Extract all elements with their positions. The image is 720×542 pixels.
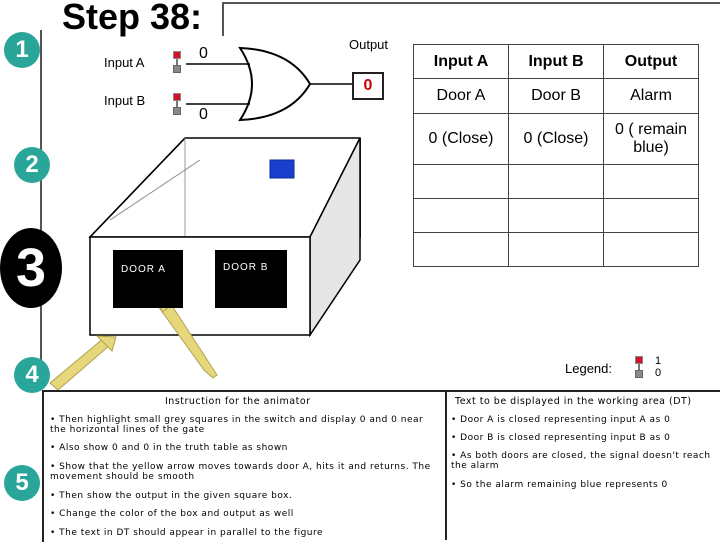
yellow-arrow-up: [49, 337, 111, 391]
switch-on-square: [173, 51, 181, 59]
switch-stem: [638, 364, 640, 370]
instruction-item: • The text in DT should appear in parall…: [50, 528, 324, 538]
header-input-b: Input B: [508, 44, 604, 79]
input-a-switch[interactable]: [173, 51, 181, 73]
display-text-header: Text to be displayed in the working area…: [455, 396, 692, 407]
instruction-item: • Show that the yellow arrow moves towar…: [50, 462, 431, 482]
instruction-item: • Then show the output in the given squa…: [50, 491, 293, 501]
step-1-badge[interactable]: 1: [4, 32, 40, 68]
display-text-item: • Door A is closed representing input A …: [451, 415, 671, 425]
table-row: [413, 232, 699, 267]
panel-divider: [445, 390, 447, 540]
input-b-label: Input B: [104, 93, 146, 108]
table-row: Door A Door B Alarm: [413, 78, 699, 114]
yellow-arrowhead-icon: [95, 335, 117, 352]
door-b-label: DOOR B: [223, 262, 269, 273]
header-output: Output: [603, 44, 699, 79]
switch-on-square: [635, 356, 643, 364]
table-cell: [508, 232, 604, 267]
slide-title: Step 38:: [62, 0, 203, 37]
instruction-item: • Change the color of the box and output…: [50, 509, 294, 519]
switch-stem: [176, 101, 178, 107]
animator-instructions-header: Instruction for the animator: [165, 396, 311, 407]
table-cell: Door A: [413, 78, 509, 114]
display-text-item: • Door B is closed representing input B …: [451, 433, 671, 443]
instruction-item: • Then highlight small grey squares in t…: [50, 415, 424, 435]
step-2-badge[interactable]: 2: [14, 147, 50, 183]
input-a-label: Input A: [104, 55, 145, 70]
table-cell: 0 (Close): [413, 113, 509, 165]
table-cell: [413, 164, 509, 199]
instruction-item: • Also show 0 and 0 in the truth table a…: [50, 443, 288, 453]
input-b-value: 0: [199, 106, 208, 123]
switch-stem: [176, 59, 178, 65]
legend-switch: [635, 356, 643, 378]
step-4-badge[interactable]: 4: [14, 357, 50, 393]
table-cell: 0 ( remain blue): [603, 113, 699, 165]
table-cell: [603, 164, 699, 199]
working-area-frame: [40, 30, 720, 390]
switch-on-square: [173, 93, 181, 101]
table-cell: Door B: [508, 78, 604, 114]
input-b-switch[interactable]: [173, 93, 181, 115]
door-b[interactable]: DOOR B: [215, 250, 287, 308]
output-label: Output: [349, 37, 389, 52]
step-5-badge[interactable]: 5: [4, 465, 40, 501]
truth-table-header-row: Input A Input B Output: [413, 44, 699, 79]
working-area-top-frame: [222, 2, 720, 36]
step-3-badge[interactable]: 3: [0, 228, 62, 308]
input-a-value: 0: [199, 45, 208, 62]
table-cell: Alarm: [603, 78, 699, 114]
switch-off-square: [173, 107, 181, 115]
or-gate-icon: [238, 46, 312, 122]
legend-label: Legend:: [565, 361, 612, 376]
switch-off-square: [635, 370, 643, 378]
table-row: 0 (Close) 0 (Close) 0 ( remain blue): [413, 113, 699, 165]
table-row: [413, 198, 699, 233]
instructions-panel: [42, 390, 720, 542]
table-cell: [603, 198, 699, 233]
door-a-label: DOOR A: [121, 264, 166, 275]
table-cell: [603, 232, 699, 267]
output-value-box: 0: [352, 72, 384, 100]
table-cell: [508, 164, 604, 199]
switch-off-square: [173, 65, 181, 73]
display-text-item: • So the alarm remaining blue represents…: [451, 480, 668, 490]
header-input-a: Input A: [413, 44, 509, 79]
display-text-item: • As both doors are closed, the signal d…: [451, 451, 711, 471]
table-cell: [508, 198, 604, 233]
door-a[interactable]: DOOR A: [113, 250, 183, 308]
table-cell: 0 (Close): [508, 113, 604, 165]
legend-on-value: 1: [655, 355, 662, 367]
legend-off-value: 0: [655, 367, 662, 379]
alarm-indicator: [269, 159, 295, 179]
table-row: [413, 164, 699, 199]
truth-table: Input A Input B Output Door A Door B Ala…: [413, 44, 699, 267]
